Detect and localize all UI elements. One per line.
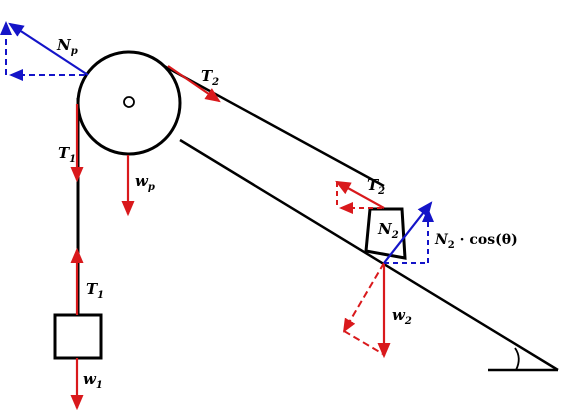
t2-block-arrow — [335, 180, 385, 209]
angle-arc — [514, 347, 520, 371]
label-t2-block: T2 — [367, 176, 385, 197]
label-n2: N2 — [377, 220, 399, 241]
label-wp: wp — [135, 172, 155, 193]
w2-component-perp — [342, 262, 385, 333]
label-t1-bottom: T1 — [86, 280, 104, 301]
rope-incline — [163, 64, 385, 188]
block-1 — [53, 313, 103, 360]
label-t2-top: T2 — [201, 67, 219, 88]
label-np: Np — [56, 36, 78, 57]
w2-component-parallel — [343, 330, 384, 355]
label-w2: w2 — [392, 306, 412, 327]
t2-top-arrow — [167, 65, 221, 103]
pulley — [76, 50, 182, 156]
np-arrow — [8, 22, 89, 76]
np-components — [0, 21, 85, 81]
label-t1-top: T1 — [58, 144, 76, 165]
label-n2-cos: N2 · cos(θ) — [434, 232, 518, 251]
block-2 — [364, 207, 407, 260]
incline — [179, 138, 559, 372]
label-w1: w1 — [83, 370, 103, 391]
pulley-axle — [123, 96, 135, 108]
